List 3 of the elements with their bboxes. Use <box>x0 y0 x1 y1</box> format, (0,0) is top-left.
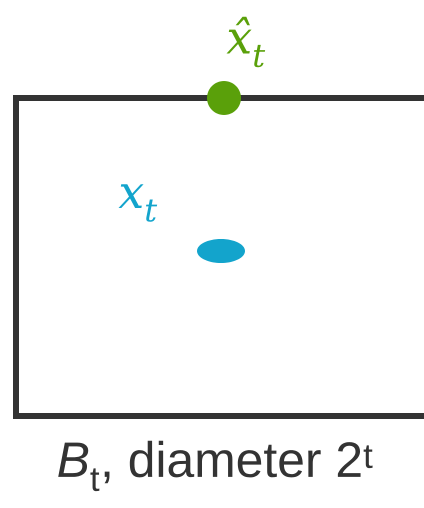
frame-label: B$_{t}$, diameter 2$^{t}$ <box>58 440 373 492</box>
point-label: x$_{t}$ <box>118 184 158 222</box>
point-label: x̂$_{t}$ <box>226 16 266 68</box>
